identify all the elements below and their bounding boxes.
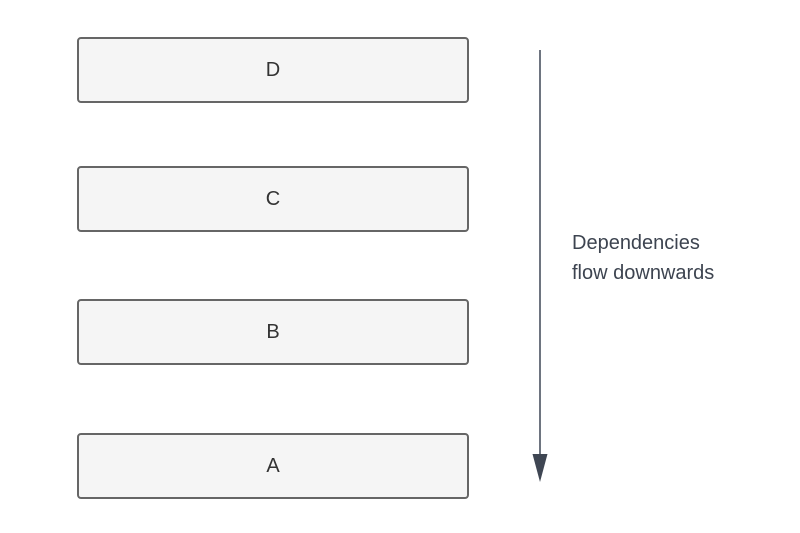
dependency-box-d: D bbox=[77, 37, 469, 103]
dependency-box-a-label: A bbox=[266, 454, 280, 477]
dependency-box-c: C bbox=[77, 166, 469, 232]
dependency-box-b-label: B bbox=[266, 320, 280, 343]
dependency-box-b: B bbox=[77, 299, 469, 365]
downward-arrow-icon bbox=[532, 50, 548, 482]
dependency-box-a: A bbox=[77, 433, 469, 499]
arrow-annotation: Dependencies flow downwards bbox=[572, 232, 715, 284]
dependency-box-c-label: C bbox=[265, 187, 281, 210]
downward-arrow bbox=[520, 45, 560, 490]
dependency-box-d-label: D bbox=[265, 58, 281, 81]
